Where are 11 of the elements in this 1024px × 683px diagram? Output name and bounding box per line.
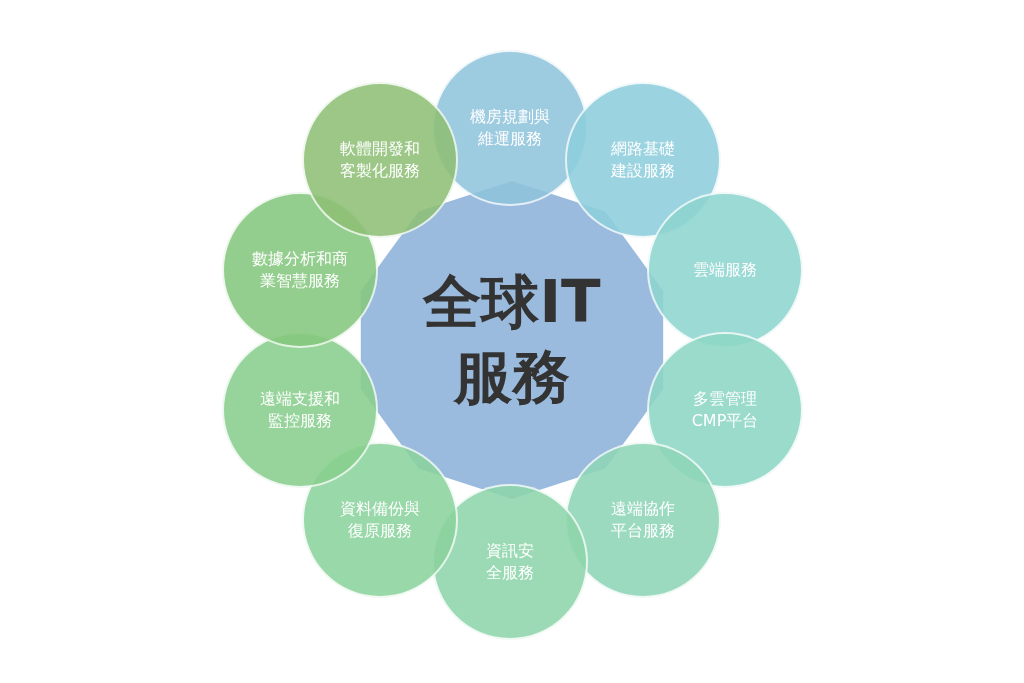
service-label: 雲端服務 [692, 259, 758, 281]
hub-title: 全球IT服務 [421, 266, 602, 413]
service-label: 網路基礎建設服務 [610, 138, 676, 182]
service-label: 資料備份與復原服務 [339, 498, 421, 542]
service-label: 遠端協作平台服務 [610, 498, 676, 542]
service-label: 資訊安全服務 [485, 540, 535, 584]
service-label: 遠端支援和監控服務 [259, 388, 341, 432]
service-label: 機房規劃與維運服務 [469, 106, 551, 150]
service-label: 多雲管理CMP平台 [690, 388, 760, 432]
service-label: 數據分析和商業智慧服務 [251, 248, 349, 292]
service-label: 軟體開發和客製化服務 [339, 138, 421, 182]
